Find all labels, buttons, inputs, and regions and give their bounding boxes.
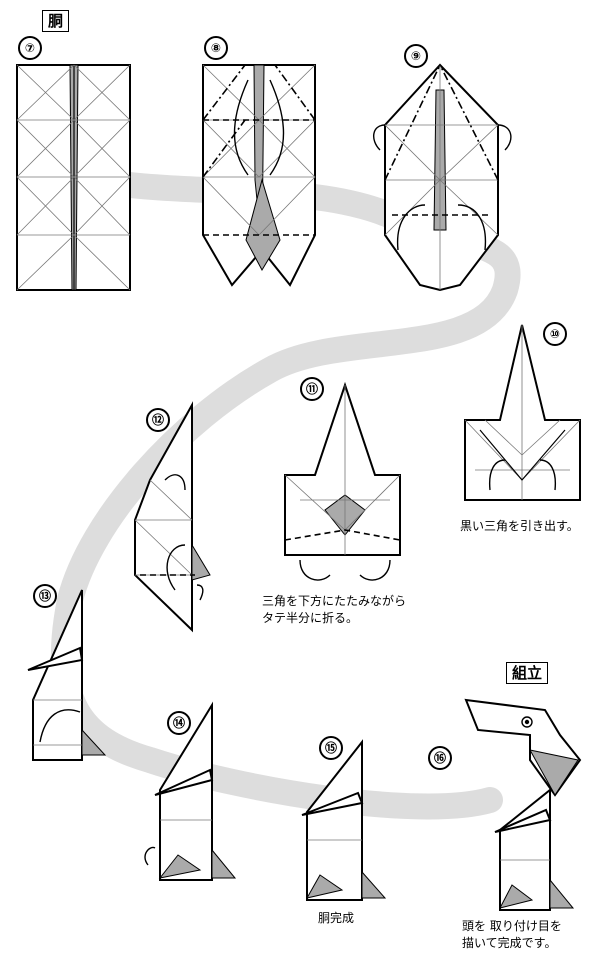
step-9-number: ⑨: [404, 44, 428, 68]
step-10-number: ⑩: [543, 322, 567, 346]
step14-figure: [144, 701, 237, 881]
step-12-number: ⑫: [146, 408, 170, 432]
step-14-number: ⑭: [167, 711, 191, 735]
step11-note-line1: 三角を下方にたたみながら: [262, 594, 407, 608]
step10-note: 黒い三角を引き出す。: [460, 519, 579, 533]
step8-figure: [202, 64, 316, 287]
step11-note-line2: タテ半分に折る。: [262, 611, 359, 625]
step12-figure: [134, 401, 211, 633]
step11-figure: [284, 381, 401, 581]
step-15-number: ⑮: [319, 736, 343, 760]
step-7-number: ⑦: [18, 36, 42, 60]
section-body-label: 胴: [42, 10, 70, 32]
step15-figure: [301, 739, 387, 901]
step-8-number: ⑧: [204, 36, 228, 60]
step16-figure: [464, 698, 582, 911]
step-11-number: ⑪: [300, 377, 324, 401]
step16-note-line1: 頭を 取り付け目を: [462, 919, 562, 933]
step7-figure: [16, 64, 131, 291]
section-assembly-label: 組立: [506, 662, 549, 684]
step10-figure: [464, 324, 581, 501]
step9-figure: [373, 63, 512, 292]
step-13-number: ⑬: [33, 584, 57, 608]
step-16-number: ⑯: [428, 746, 452, 770]
step13-figure: [27, 589, 107, 761]
step15-note: 胴完成: [318, 911, 355, 925]
step16-note-line2: 描いて完成です。: [462, 936, 557, 950]
